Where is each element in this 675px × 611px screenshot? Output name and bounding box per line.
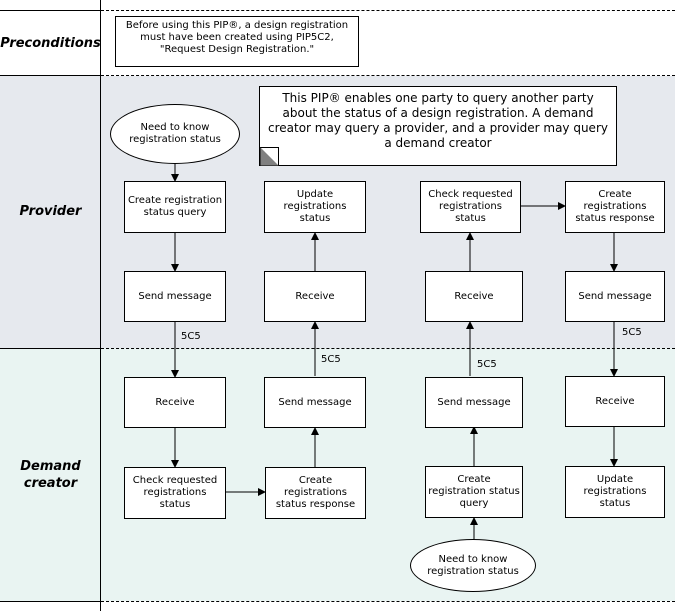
provider-start-event: Need to know registration status [110, 104, 240, 164]
precondition-text: Before using this PIP®, a design registr… [125, 20, 349, 55]
demand-check-status-box: Check requested registrations status [124, 467, 226, 519]
lane-divider [101, 601, 675, 602]
demand-create-response-box: Create registrations status response [265, 467, 366, 519]
demand-receive-box: Receive [124, 377, 226, 428]
start-event-label: Need to know registration status [129, 122, 221, 145]
provider-update-status-box: Update registrations status [264, 181, 366, 233]
preconditions-lane-label: Preconditions [0, 36, 101, 51]
lane-label-divider [100, 0, 101, 611]
note-text: This PIP® enables one party to query ano… [268, 91, 608, 150]
provider-receive-box: Receive [425, 271, 523, 322]
description-note: This PIP® enables one party to query ano… [259, 86, 617, 166]
lane-divider [101, 348, 675, 349]
demand-create-query-box: Create registration status query [425, 466, 523, 518]
message-label: 5C5 [622, 327, 642, 338]
demand-creator-lane-label: Demand creator [20, 459, 81, 491]
lane-divider [0, 75, 101, 76]
start-event-label: Need to know registration status [427, 553, 519, 577]
message-label: 5C5 [321, 354, 341, 365]
lane-divider [101, 10, 675, 11]
demand-send-message-box: Send message [264, 377, 366, 428]
lane-divider [0, 10, 101, 11]
demand-receive-box: Receive [565, 376, 665, 427]
message-label: 5C5 [181, 331, 201, 342]
provider-check-status-box: Check requested registrations status [420, 181, 521, 233]
demand-start-event: Need to know registration status [410, 539, 536, 592]
lane-divider [0, 601, 101, 602]
provider-send-message-box: Send message [124, 271, 226, 322]
provider-create-query-box: Create registration status query [124, 181, 226, 233]
message-label: 5C5 [477, 359, 497, 370]
note-corner-icon [260, 147, 279, 166]
lane-divider [0, 348, 101, 349]
demand-send-message-box: Send message [425, 377, 523, 428]
provider-lane-label: Provider [19, 204, 82, 219]
provider-create-response-box: Create registrations status response [565, 181, 665, 233]
provider-send-message-box: Send message [565, 271, 665, 322]
lane-divider [101, 75, 675, 76]
provider-receive-box: Receive [264, 271, 366, 322]
precondition-box: Before using this PIP®, a design registr… [115, 16, 359, 67]
bottom-lane [0, 601, 675, 611]
demand-update-status-box: Update registrations status [565, 466, 665, 518]
